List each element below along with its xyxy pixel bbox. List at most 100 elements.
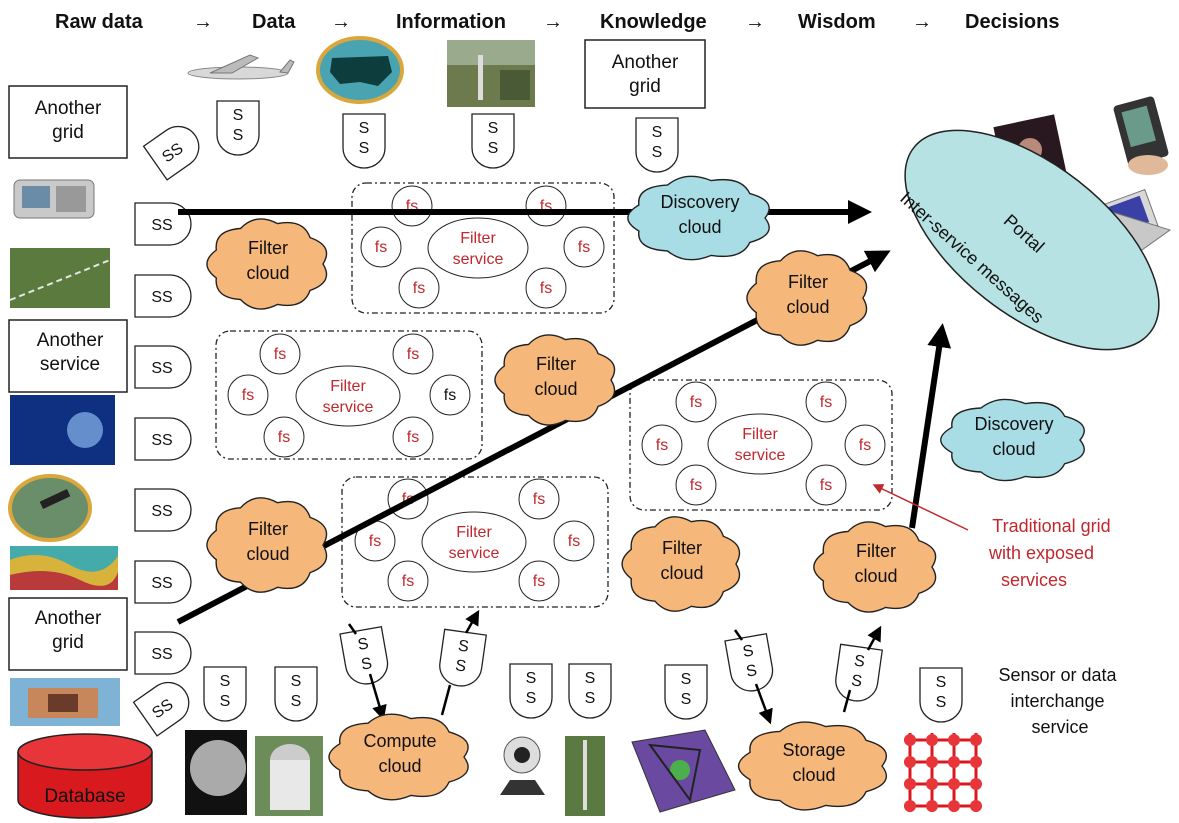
fs-node: fs bbox=[259, 333, 301, 375]
fs-node: fs bbox=[553, 520, 595, 562]
header-step-data: Data bbox=[252, 11, 296, 33]
database-label: Database bbox=[44, 786, 125, 807]
header-step-raw-data: Raw data bbox=[55, 11, 144, 33]
ss-shield-rotated: SS bbox=[132, 681, 190, 737]
svg-text:fs: fs bbox=[402, 573, 414, 590]
svg-text:S: S bbox=[936, 694, 947, 711]
observatory-photo-image bbox=[255, 736, 323, 816]
traditional-grid-line1: Traditional grid bbox=[992, 516, 1110, 536]
field-photo-image bbox=[447, 40, 535, 107]
traditional-grid-pointer bbox=[872, 484, 969, 531]
svg-text:fs: fs bbox=[690, 394, 702, 411]
svg-text:fs: fs bbox=[413, 280, 425, 297]
ss-shield: SS bbox=[134, 345, 192, 389]
svg-text:fs: fs bbox=[656, 437, 668, 454]
svg-text:fs: fs bbox=[444, 387, 456, 404]
filter-to-ss-connector bbox=[733, 629, 744, 641]
ss-to-filter-arrow bbox=[866, 625, 882, 651]
discovery-cloud-shape bbox=[627, 175, 770, 261]
header-flow: Raw data → Data → Information → Knowledg… bbox=[55, 11, 1059, 33]
ss-shield: SS bbox=[134, 202, 192, 246]
svg-text:fs: fs bbox=[690, 477, 702, 494]
another-grid-label: Another grid bbox=[35, 98, 102, 143]
svg-text:S: S bbox=[681, 671, 692, 688]
fs-node: fs bbox=[805, 381, 847, 423]
filter-cloud-shape bbox=[746, 250, 868, 346]
ss-to-compute-arrow bbox=[368, 673, 387, 721]
us-map-image bbox=[316, 36, 404, 104]
svg-text:S: S bbox=[488, 120, 499, 137]
ss-shield: SS bbox=[134, 560, 192, 604]
svg-text:fs: fs bbox=[407, 346, 419, 363]
filter-service-line1: Filter bbox=[742, 426, 778, 443]
pda-image bbox=[1113, 96, 1169, 175]
svg-text:S: S bbox=[850, 672, 863, 690]
another-service-line1: Another bbox=[37, 330, 104, 351]
svg-text:SS: SS bbox=[151, 646, 172, 663]
ss-shield-rotated: SS bbox=[142, 125, 200, 181]
fs-node: fs bbox=[398, 267, 440, 309]
satellite-image bbox=[8, 474, 92, 542]
ss-shield-vertical: S S bbox=[203, 666, 247, 722]
compute-to-ss-connector bbox=[440, 684, 452, 716]
grass-photo-image bbox=[9, 248, 111, 308]
svg-text:S: S bbox=[681, 691, 692, 708]
another-grid-line1: Another bbox=[612, 52, 679, 73]
ss-shield-vertical: S S bbox=[509, 663, 553, 719]
svg-text:S: S bbox=[220, 693, 231, 710]
svg-text:fs: fs bbox=[242, 387, 254, 404]
another-service-line2: service bbox=[40, 354, 100, 375]
svg-text:S: S bbox=[457, 637, 470, 655]
ss-shield-vertical: S S bbox=[724, 632, 774, 692]
traditional-grid-note: Traditional grid with exposed services bbox=[988, 516, 1116, 590]
another-grid-line2: grid bbox=[52, 122, 84, 143]
another-grid-line1: Another bbox=[35, 98, 102, 119]
tower-photo-image bbox=[565, 736, 605, 816]
svg-text:fs: fs bbox=[568, 533, 580, 550]
fs-node: fs bbox=[392, 416, 434, 458]
svg-text:fs: fs bbox=[375, 239, 387, 256]
svg-text:S: S bbox=[360, 655, 373, 674]
filter-service-line2: service bbox=[449, 545, 500, 562]
svg-text:fs: fs bbox=[820, 477, 832, 494]
ss-shield: SS bbox=[134, 417, 192, 461]
svg-text:S: S bbox=[853, 652, 866, 670]
discovery-cloud-shape bbox=[940, 398, 1085, 482]
svg-text:fs: fs bbox=[278, 429, 290, 446]
arrow-icon: → bbox=[745, 11, 765, 33]
fs-node: fs bbox=[525, 267, 567, 309]
svg-text:fs: fs bbox=[369, 533, 381, 550]
ss-shield: SS bbox=[134, 631, 192, 675]
airplane-image bbox=[187, 54, 295, 80]
fs-node: fs bbox=[387, 560, 429, 602]
svg-text:S: S bbox=[745, 662, 758, 681]
svg-text:SS: SS bbox=[151, 217, 172, 234]
ss-to-filter-arrow bbox=[464, 609, 480, 634]
fs-node: fs bbox=[563, 226, 605, 268]
fs-node: fs bbox=[227, 374, 269, 416]
ss-shield-vertical: S S bbox=[568, 663, 612, 719]
svg-text:S: S bbox=[356, 635, 369, 654]
sensor-note-line2: interchange bbox=[1010, 691, 1104, 711]
another-service-label: Another service bbox=[37, 330, 104, 375]
svg-text:fs: fs bbox=[274, 346, 286, 363]
header-step-knowledge: Knowledge bbox=[600, 11, 707, 33]
sensor-note-line1: Sensor or data bbox=[998, 665, 1117, 685]
planet-photo-image bbox=[185, 730, 247, 815]
ss-shield: SS bbox=[134, 488, 192, 532]
svg-text:fs: fs bbox=[407, 429, 419, 446]
